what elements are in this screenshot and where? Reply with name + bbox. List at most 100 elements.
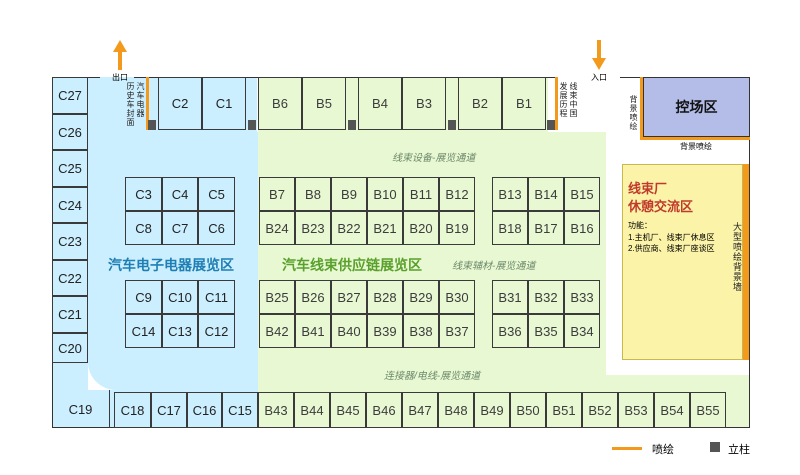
booth-c26[interactable]: C26	[52, 114, 88, 150]
booth-b32[interactable]: B32	[528, 280, 564, 314]
booth-b30[interactable]: B30	[439, 280, 475, 314]
booth-b25[interactable]: B25	[259, 280, 295, 314]
booth-b45[interactable]: B45	[330, 392, 366, 428]
booth-b6[interactable]: B6	[258, 77, 302, 130]
booth-b14[interactable]: B14	[528, 177, 564, 211]
booth-b42[interactable]: B42	[259, 314, 295, 348]
booth-b44[interactable]: B44	[294, 392, 330, 428]
booth-b5[interactable]: B5	[302, 77, 346, 130]
booth-b28[interactable]: B28	[367, 280, 403, 314]
booth-b38[interactable]: B38	[403, 314, 439, 348]
booth-b13[interactable]: B13	[492, 177, 528, 211]
booth-c16[interactable]: C16	[187, 392, 222, 428]
booth-c25[interactable]: C25	[52, 150, 88, 187]
booth-b36[interactable]: B36	[492, 314, 528, 348]
booth-c18[interactable]: C18	[114, 392, 151, 428]
booth-c24[interactable]: C24	[52, 187, 88, 223]
booth-b39[interactable]: B39	[367, 314, 403, 348]
paint-right	[555, 77, 558, 130]
booth-b51[interactable]: B51	[546, 392, 582, 428]
booth-b10[interactable]: B10	[367, 177, 403, 211]
exit-label: 出口	[112, 73, 128, 82]
pillar	[448, 120, 456, 130]
booth-b40[interactable]: B40	[331, 314, 367, 348]
booth-b27[interactable]: B27	[331, 280, 367, 314]
booth-b22[interactable]: B22	[331, 211, 367, 245]
booth-c8[interactable]: C8	[125, 211, 162, 245]
booth-c12[interactable]: C12	[198, 314, 235, 348]
booth-b34[interactable]: B34	[564, 314, 600, 348]
entrance-label: 入口	[591, 73, 607, 82]
lounge-func-1: 1.主机厂、线束厂休息区	[628, 233, 715, 242]
booth-b54[interactable]: B54	[654, 392, 690, 428]
bg-paint-vertical: 背景喷绘	[629, 95, 638, 131]
booth-c7[interactable]: C7	[162, 211, 198, 245]
booth-c5[interactable]: C5	[198, 177, 235, 211]
booth-b37[interactable]: B37	[439, 314, 475, 348]
booth-b47[interactable]: B47	[402, 392, 438, 428]
booth-c2[interactable]: C2	[158, 77, 202, 130]
booth-b41[interactable]: B41	[295, 314, 331, 348]
booth-c4[interactable]: C4	[162, 177, 198, 211]
booth-b20[interactable]: B20	[403, 211, 439, 245]
bg-paint-horizontal: 背景喷绘	[680, 142, 712, 151]
booth-b29[interactable]: B29	[403, 280, 439, 314]
history-right-sign-2: 线束中国	[569, 82, 578, 118]
booth-c1[interactable]: C1	[202, 77, 246, 130]
booth-b33[interactable]: B33	[564, 280, 600, 314]
booth-c22[interactable]: C22	[52, 260, 88, 296]
aisle-materials: 线束辅材-展览通道	[452, 261, 536, 272]
booth-c9[interactable]: C9	[125, 280, 162, 314]
booth-c11[interactable]: C11	[198, 280, 235, 314]
booth-b24[interactable]: B24	[259, 211, 295, 245]
booth-b16[interactable]: B16	[564, 211, 600, 245]
booth-b48[interactable]: B48	[438, 392, 474, 428]
booth-c19[interactable]: C19	[52, 390, 110, 428]
booth-c10[interactable]: C10	[162, 280, 198, 314]
booth-b19[interactable]: B19	[439, 211, 475, 245]
booth-b23[interactable]: B23	[295, 211, 331, 245]
aisle-connectors: 连接器/电线-展览通道	[384, 371, 481, 382]
booth-b52[interactable]: B52	[582, 392, 618, 428]
booth-b7[interactable]: B7	[259, 177, 295, 211]
booth-b12[interactable]: B12	[439, 177, 475, 211]
booth-c21[interactable]: C21	[52, 296, 88, 333]
booth-b2[interactable]: B2	[458, 77, 502, 130]
lounge-title-1: 线束厂	[628, 181, 668, 196]
booth-b53[interactable]: B53	[618, 392, 654, 428]
booth-b50[interactable]: B50	[510, 392, 546, 428]
booth-b35[interactable]: B35	[528, 314, 564, 348]
lounge-title-2: 休憩交流区	[628, 199, 694, 214]
booth-c15[interactable]: C15	[222, 392, 258, 428]
booth-b43[interactable]: B43	[258, 392, 294, 428]
booth-b1[interactable]: B1	[502, 77, 546, 130]
history-left-sign-2: 汽车电器	[136, 82, 145, 118]
booth-b55[interactable]: B55	[690, 392, 726, 428]
control-paint-left	[640, 77, 643, 137]
electronics-left-strip	[52, 77, 88, 390]
booth-b3[interactable]: B3	[402, 77, 446, 130]
booth-b17[interactable]: B17	[528, 211, 564, 245]
booth-c27[interactable]: C27	[52, 77, 88, 114]
booth-b11[interactable]: B11	[403, 177, 439, 211]
booth-b21[interactable]: B21	[367, 211, 403, 245]
booth-c13[interactable]: C13	[162, 314, 198, 348]
booth-b18[interactable]: B18	[492, 211, 528, 245]
booth-b8[interactable]: B8	[295, 177, 331, 211]
booth-b4[interactable]: B4	[358, 77, 402, 130]
lounge-func-label: 功能：	[628, 221, 652, 230]
booth-b46[interactable]: B46	[366, 392, 402, 428]
booth-b15[interactable]: B15	[564, 177, 600, 211]
booth-b31[interactable]: B31	[492, 280, 528, 314]
booth-b49[interactable]: B49	[474, 392, 510, 428]
booth-c14[interactable]: C14	[125, 314, 162, 348]
booth-c20[interactable]: C20	[52, 333, 88, 363]
history-right-sign: 发展历程	[559, 82, 568, 118]
booth-c17[interactable]: C17	[151, 392, 187, 428]
booth-c6[interactable]: C6	[198, 211, 235, 245]
booth-b9[interactable]: B9	[331, 177, 367, 211]
booth-c3[interactable]: C3	[125, 177, 162, 211]
big-wall-paint	[743, 164, 749, 360]
booth-c23[interactable]: C23	[52, 223, 88, 260]
booth-b26[interactable]: B26	[295, 280, 331, 314]
